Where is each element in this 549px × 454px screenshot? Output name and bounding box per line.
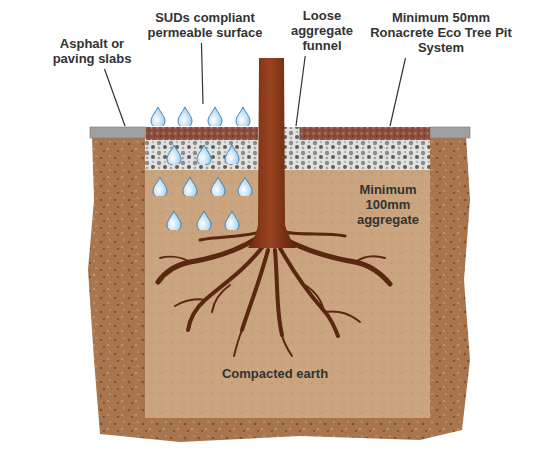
- callout-label: Asphalt or paving slabs: [40, 36, 144, 66]
- leader-line: [104, 69, 125, 126]
- callout-label: Loose aggregate funnel: [280, 8, 364, 53]
- asphalt-left: [90, 127, 146, 138]
- leader-line: [390, 58, 406, 126]
- leader-line: [296, 56, 305, 126]
- permeable-surface-right: [300, 127, 430, 140]
- callout-label: Minimum 50mm Ronacrete Eco Tree Pit Syst…: [370, 10, 512, 55]
- water-drops: [151, 107, 252, 232]
- leader-line: [201, 43, 203, 104]
- asphalt-right: [430, 127, 470, 138]
- callout-label: SUDs compliant permeable surface: [146, 10, 264, 40]
- compacted-earth-fill: [145, 168, 430, 418]
- tree-trunk: [248, 58, 296, 248]
- tree-roots: [158, 232, 390, 356]
- callout-label: Compacted earth: [190, 366, 360, 381]
- callout-label: Minimum 100mm aggregate: [346, 182, 430, 227]
- permeable-surface-left: [146, 127, 258, 140]
- aggregate-layer: [145, 138, 430, 170]
